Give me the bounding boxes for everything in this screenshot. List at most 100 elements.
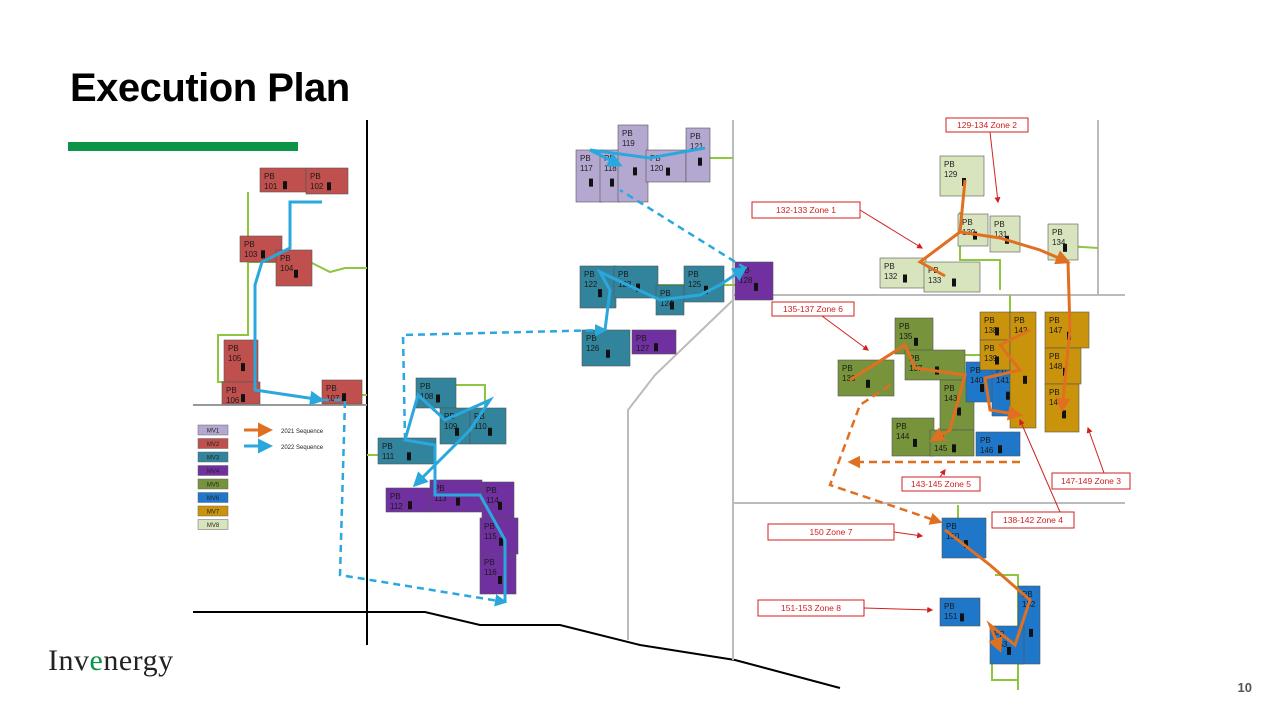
block-pb-label: PB <box>688 270 699 279</box>
block-number-label: 146 <box>980 446 994 455</box>
inverter-marker <box>698 157 702 166</box>
block-number-label: 145 <box>934 444 948 453</box>
block-number-label: 131 <box>994 230 1008 239</box>
block-pb-label: PB <box>944 384 955 393</box>
zone-callout-4: 143-145 Zone 5 <box>901 469 981 492</box>
block-pb-label: PB <box>622 129 633 138</box>
block-pb-label: PB <box>636 334 647 343</box>
inverter-marker <box>866 379 870 388</box>
invenergy-logo: Invenergy <box>48 644 174 677</box>
zone-callout-5: 147-149 Zone 3 <box>1051 426 1131 490</box>
block-number-label: 105 <box>228 354 242 363</box>
zone-callout-8: 151-153 Zone 8 <box>757 599 934 617</box>
inverter-marker <box>610 178 614 187</box>
block-pb-label: PB <box>226 386 237 395</box>
block-pb-label: PB <box>580 154 591 163</box>
block-pb-label: PB <box>484 558 495 567</box>
block-pb-label: PB <box>1052 228 1063 237</box>
legend-item-label: MV6 <box>207 496 220 502</box>
block-number-label: 129 <box>944 170 958 179</box>
block-number-label: 109 <box>444 422 458 431</box>
inverter-marker <box>914 337 918 346</box>
block-pb-label: PB <box>946 522 957 531</box>
inverter-marker <box>407 452 411 461</box>
inverter-marker <box>499 537 503 546</box>
legend-item-label: MV5 <box>207 483 220 489</box>
block-number-label: 102 <box>310 182 324 191</box>
legend-item-mv1: MV1 <box>197 424 229 436</box>
legend-item-mv8: MV8 <box>197 519 229 530</box>
block-pb-label: PB <box>1049 388 1060 397</box>
zone-callout-7: 150 Zone 7 <box>767 523 924 541</box>
inverter-marker <box>636 283 640 292</box>
zone-callout-3: 135-137 Zone 6 <box>771 301 869 351</box>
block-pb-label: PB <box>899 322 910 331</box>
inverter-marker <box>666 167 670 176</box>
block-number-label: 140 <box>970 376 984 385</box>
legend-item-mv2: MV2 <box>197 438 229 449</box>
zone-label: 129-134 Zone 2 <box>957 120 1017 130</box>
inverter-marker <box>704 285 708 294</box>
zone-label: 135-137 Zone 6 <box>783 304 843 314</box>
block-pb-label: PB <box>944 160 955 169</box>
block-number-label: 113 <box>434 494 447 503</box>
block-number-label: 136 <box>842 374 856 383</box>
inverter-marker <box>1062 410 1066 419</box>
block-pb-label: PB <box>382 442 393 451</box>
block-number-label: 112 <box>390 502 403 511</box>
zone-label: 143-145 Zone 5 <box>911 479 971 489</box>
inverter-marker <box>498 576 502 584</box>
block-number-label: 101 <box>264 182 278 191</box>
legend-item-mv7: MV7 <box>197 505 229 517</box>
block-pb-label: PB <box>690 132 701 141</box>
zone-label: 151-153 Zone 8 <box>781 603 841 613</box>
legend-item-mv3: MV3 <box>197 451 229 463</box>
inverter-marker <box>960 613 964 622</box>
block-number-label: 103 <box>244 250 258 259</box>
block-pb-label: PB <box>486 486 497 495</box>
block-number-label: 134 <box>1052 238 1066 247</box>
block-number-label: 127 <box>636 344 650 353</box>
block-pb-label: PB <box>984 344 995 353</box>
block-pb-label: PB <box>584 270 595 279</box>
page-number: 10 <box>1237 680 1252 695</box>
legend-sequence-2: 2022 Sequence <box>244 438 324 454</box>
inverter-marker <box>952 444 956 453</box>
inverter-marker <box>294 269 298 278</box>
block-number-label: 143 <box>944 394 958 403</box>
block-pb-label: PB <box>586 334 597 343</box>
block-pb-label: PB <box>618 270 629 279</box>
block-number-label: 121 <box>690 142 704 151</box>
legend-item-label: MV4 <box>207 469 220 475</box>
zone-label: 150 Zone 7 <box>809 527 852 537</box>
block-pb-label: PB <box>1022 590 1033 599</box>
block-pb-label: PB <box>984 316 995 325</box>
inverter-marker <box>436 394 440 403</box>
legend-item-label: MV1 <box>207 429 220 435</box>
block-number-label: 128 <box>739 276 753 285</box>
block-pb-label: PB <box>660 289 671 298</box>
legend-sequence-label: 2021 Sequence <box>281 429 324 435</box>
block-pb-label: PB <box>896 422 907 431</box>
title-accent-bar <box>68 142 298 151</box>
block-number-label: 115 <box>484 532 497 541</box>
block-number-label: 151 <box>944 612 958 621</box>
inverter-marker <box>1006 391 1010 400</box>
legend-item-mv4: MV4 <box>197 465 229 476</box>
inverter-marker <box>283 181 287 190</box>
